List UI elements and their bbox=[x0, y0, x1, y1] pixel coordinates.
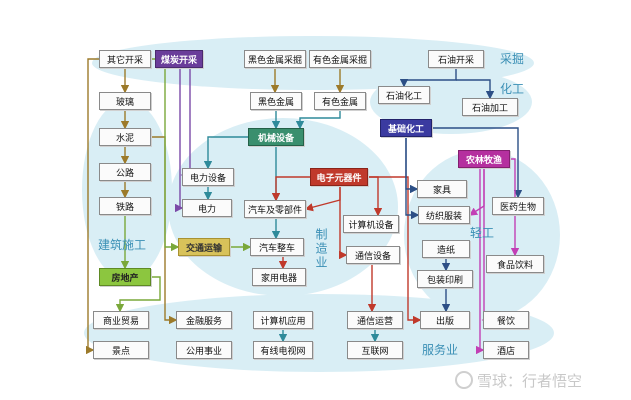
node-catering: 餐饮 bbox=[483, 311, 529, 329]
node-nonferrous-mining: 有色金属采掘 bbox=[309, 50, 371, 68]
node-electronic-components: 电子元器件 bbox=[310, 168, 368, 186]
node-oil-mining: 石油开采 bbox=[428, 50, 484, 68]
connector-line bbox=[405, 137, 420, 220]
node-computer-equipment: 计算机设备 bbox=[343, 215, 399, 233]
node-publishing: 出版 bbox=[420, 311, 470, 329]
node-financial-services: 金融服务 bbox=[176, 311, 232, 329]
connector-line bbox=[476, 168, 485, 355]
node-hotel: 酒店 bbox=[483, 341, 529, 359]
node-food-beverage: 食品饮料 bbox=[486, 255, 544, 273]
node-ferrous-metal: 黑色金属 bbox=[250, 92, 302, 110]
node-nonferrous-metal: 有色金属 bbox=[314, 92, 366, 110]
node-commerce-trade: 商业贸易 bbox=[93, 311, 149, 329]
node-basic-chemical: 基础化工 bbox=[380, 119, 432, 137]
watermark-text: 雪球：行者悟空 bbox=[477, 372, 583, 390]
node-scenic-spots: 景点 bbox=[93, 341, 149, 359]
connector-line bbox=[432, 127, 523, 199]
node-public-utilities: 公用事业 bbox=[176, 341, 232, 359]
node-auto-parts: 汽车及零部件 bbox=[244, 200, 306, 218]
connector-line bbox=[468, 168, 485, 216]
node-telecom-operations: 通信运营 bbox=[347, 311, 403, 329]
node-road: 公路 bbox=[99, 163, 151, 181]
connector-line bbox=[115, 276, 161, 313]
node-pharma-bio: 医药生物 bbox=[492, 197, 544, 215]
connector-line bbox=[175, 68, 184, 213]
connector-line bbox=[368, 176, 422, 325]
zone-label-construction: 建筑施工 bbox=[98, 238, 147, 252]
node-coal-mining: 煤炭开采 bbox=[155, 50, 203, 68]
connector-line bbox=[368, 176, 383, 217]
node-power-equipment: 电力设备 bbox=[182, 168, 234, 186]
node-cement: 水泥 bbox=[99, 128, 151, 146]
connector-line bbox=[339, 186, 348, 260]
node-petrochemical: 石油化工 bbox=[378, 86, 430, 104]
node-computer-applications: 计算机应用 bbox=[253, 311, 313, 329]
connector-line bbox=[481, 168, 490, 325]
connector-line bbox=[510, 158, 520, 257]
zone-light-bg bbox=[404, 150, 560, 320]
connector-line bbox=[271, 176, 310, 202]
connector-line bbox=[203, 136, 248, 170]
zone-label-manufacturing: 制造业 bbox=[314, 228, 328, 270]
node-paper: 造纸 bbox=[422, 240, 470, 258]
node-machinery: 机械设备 bbox=[248, 128, 304, 146]
node-real-estate: 房地产 bbox=[99, 268, 151, 286]
watermark: 雪球：行者悟空 bbox=[455, 370, 582, 391]
connector-line bbox=[295, 110, 341, 130]
zone-services-bg bbox=[84, 294, 554, 372]
node-other-mining: 其它开采 bbox=[99, 50, 151, 68]
node-appliances: 家用电器 bbox=[252, 268, 306, 286]
snowball-icon bbox=[455, 371, 473, 389]
zone-label-light-industry: 轻工 bbox=[470, 226, 495, 240]
node-cable-tv: 有线电视网 bbox=[253, 341, 313, 359]
connector-line bbox=[456, 79, 495, 100]
node-telecom-equipment: 通信设备 bbox=[346, 246, 400, 264]
node-textile-apparel: 纺织服装 bbox=[418, 206, 470, 224]
connector-line bbox=[304, 186, 341, 212]
connector-line bbox=[86, 58, 99, 355]
node-oil-processing: 石油加工 bbox=[462, 98, 518, 116]
node-vehicles: 汽车整车 bbox=[250, 238, 304, 256]
connector-line bbox=[399, 59, 457, 88]
zone-label-services: 服务业 bbox=[422, 343, 459, 357]
node-agriculture: 农林牧渔 bbox=[458, 150, 510, 168]
node-railway: 铁路 bbox=[99, 197, 151, 215]
connector-line bbox=[151, 136, 178, 325]
zone-label-mining: 采掘 bbox=[500, 52, 525, 66]
node-glass: 玻璃 bbox=[99, 92, 151, 110]
node-packaging-printing: 包装印刷 bbox=[417, 270, 473, 288]
node-internet: 互联网 bbox=[347, 341, 403, 359]
node-transport: 交通运输 bbox=[178, 238, 230, 256]
zone-label-chemical: 化工 bbox=[500, 82, 525, 96]
connector-line bbox=[151, 58, 180, 252]
node-ferrous-mining: 黑色金属采掘 bbox=[244, 50, 306, 68]
node-furniture: 家具 bbox=[417, 180, 467, 198]
connector-line bbox=[180, 68, 191, 180]
node-power: 电力 bbox=[182, 199, 232, 217]
